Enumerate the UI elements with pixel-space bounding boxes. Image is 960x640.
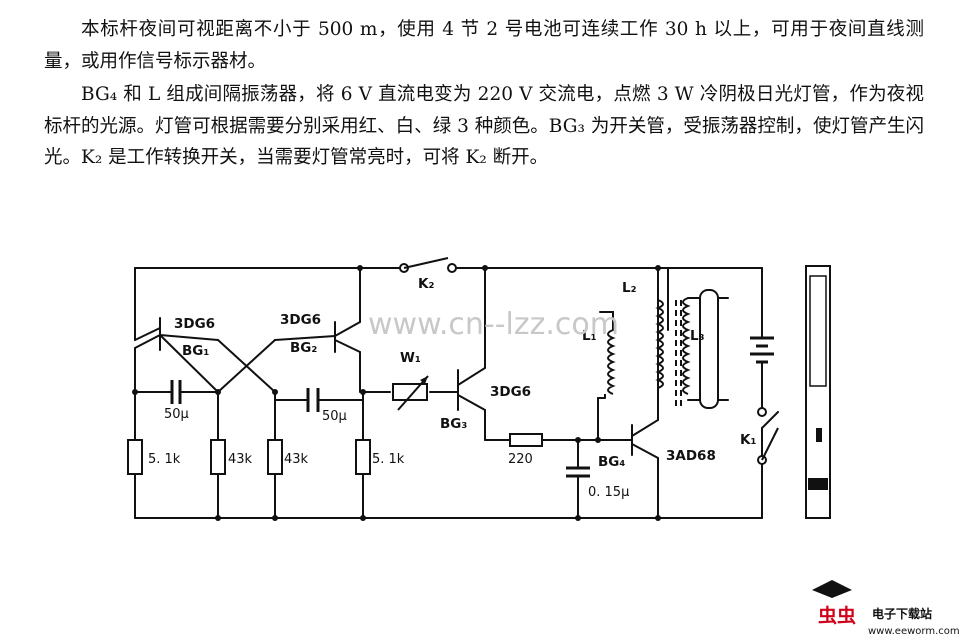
inductor-l1 <box>607 329 616 395</box>
resistor-r1 <box>127 439 143 475</box>
inductor-l3 <box>682 297 691 395</box>
inductor-l2 <box>655 299 664 389</box>
label-bg2: BG₂ <box>290 340 317 356</box>
label-k2: K₂ <box>418 276 434 292</box>
label-c3: 0. 15μ <box>588 485 629 500</box>
resistor-r3 <box>267 439 283 475</box>
switch-k1 <box>761 427 779 461</box>
label-r4: 5. 1k <box>372 452 405 467</box>
paragraph-1: 本标杆夜间可视距离不小于 500 m，使用 4 节 2 号电池可连续工作 30 … <box>44 19 924 72</box>
paragraph-2: BG₄ 和 L 组成间隔振荡器，将 6 V 直流电变为 220 V 交流电，点燃… <box>44 84 924 168</box>
resistor-r5 <box>509 433 543 447</box>
label-c1: 50μ <box>164 407 189 422</box>
label-bg3: BG₃ <box>440 416 467 432</box>
mortarboard-icon <box>812 580 852 598</box>
logo-url: www.eeworm.com <box>868 626 960 637</box>
watermark: www.cn--lzz.com <box>368 307 619 342</box>
label-bg4: BG₄ <box>598 454 625 470</box>
resistor-r2 <box>210 439 226 475</box>
label-r1: 5. 1k <box>148 452 181 467</box>
label-bg1-model: 3DG6 <box>174 316 215 332</box>
label-l3: L₃ <box>690 328 705 344</box>
logo-name-red: 虫虫 <box>818 604 856 627</box>
lamp-tube <box>699 289 719 409</box>
resistor-r4 <box>355 439 371 475</box>
label-r2: 43k <box>228 452 253 467</box>
switch-k2 <box>403 257 449 269</box>
label-w1: W₁ <box>400 350 421 366</box>
label-c2: 50μ <box>322 409 347 424</box>
label-bg4-model: 3AD68 <box>666 448 716 464</box>
site-logo: 虫虫 电子下载站 www.eeworm.com <box>812 580 960 637</box>
logo-name-black: 电子下载站 <box>872 606 932 621</box>
label-bg3-model: 3DG6 <box>490 384 531 400</box>
label-bg2-model: 3DG6 <box>280 312 321 328</box>
description-text: 本标杆夜间可视距离不小于 500 m，使用 4 节 2 号电池可连续工作 30 … <box>44 14 924 174</box>
label-bg1: BG₁ <box>182 343 209 359</box>
label-l1: L₁ <box>582 328 597 344</box>
label-r3: 43k <box>284 452 309 467</box>
label-r5: 220 <box>508 452 533 467</box>
label-l2: L₂ <box>622 280 637 296</box>
label-k1: K₁ <box>740 432 756 448</box>
